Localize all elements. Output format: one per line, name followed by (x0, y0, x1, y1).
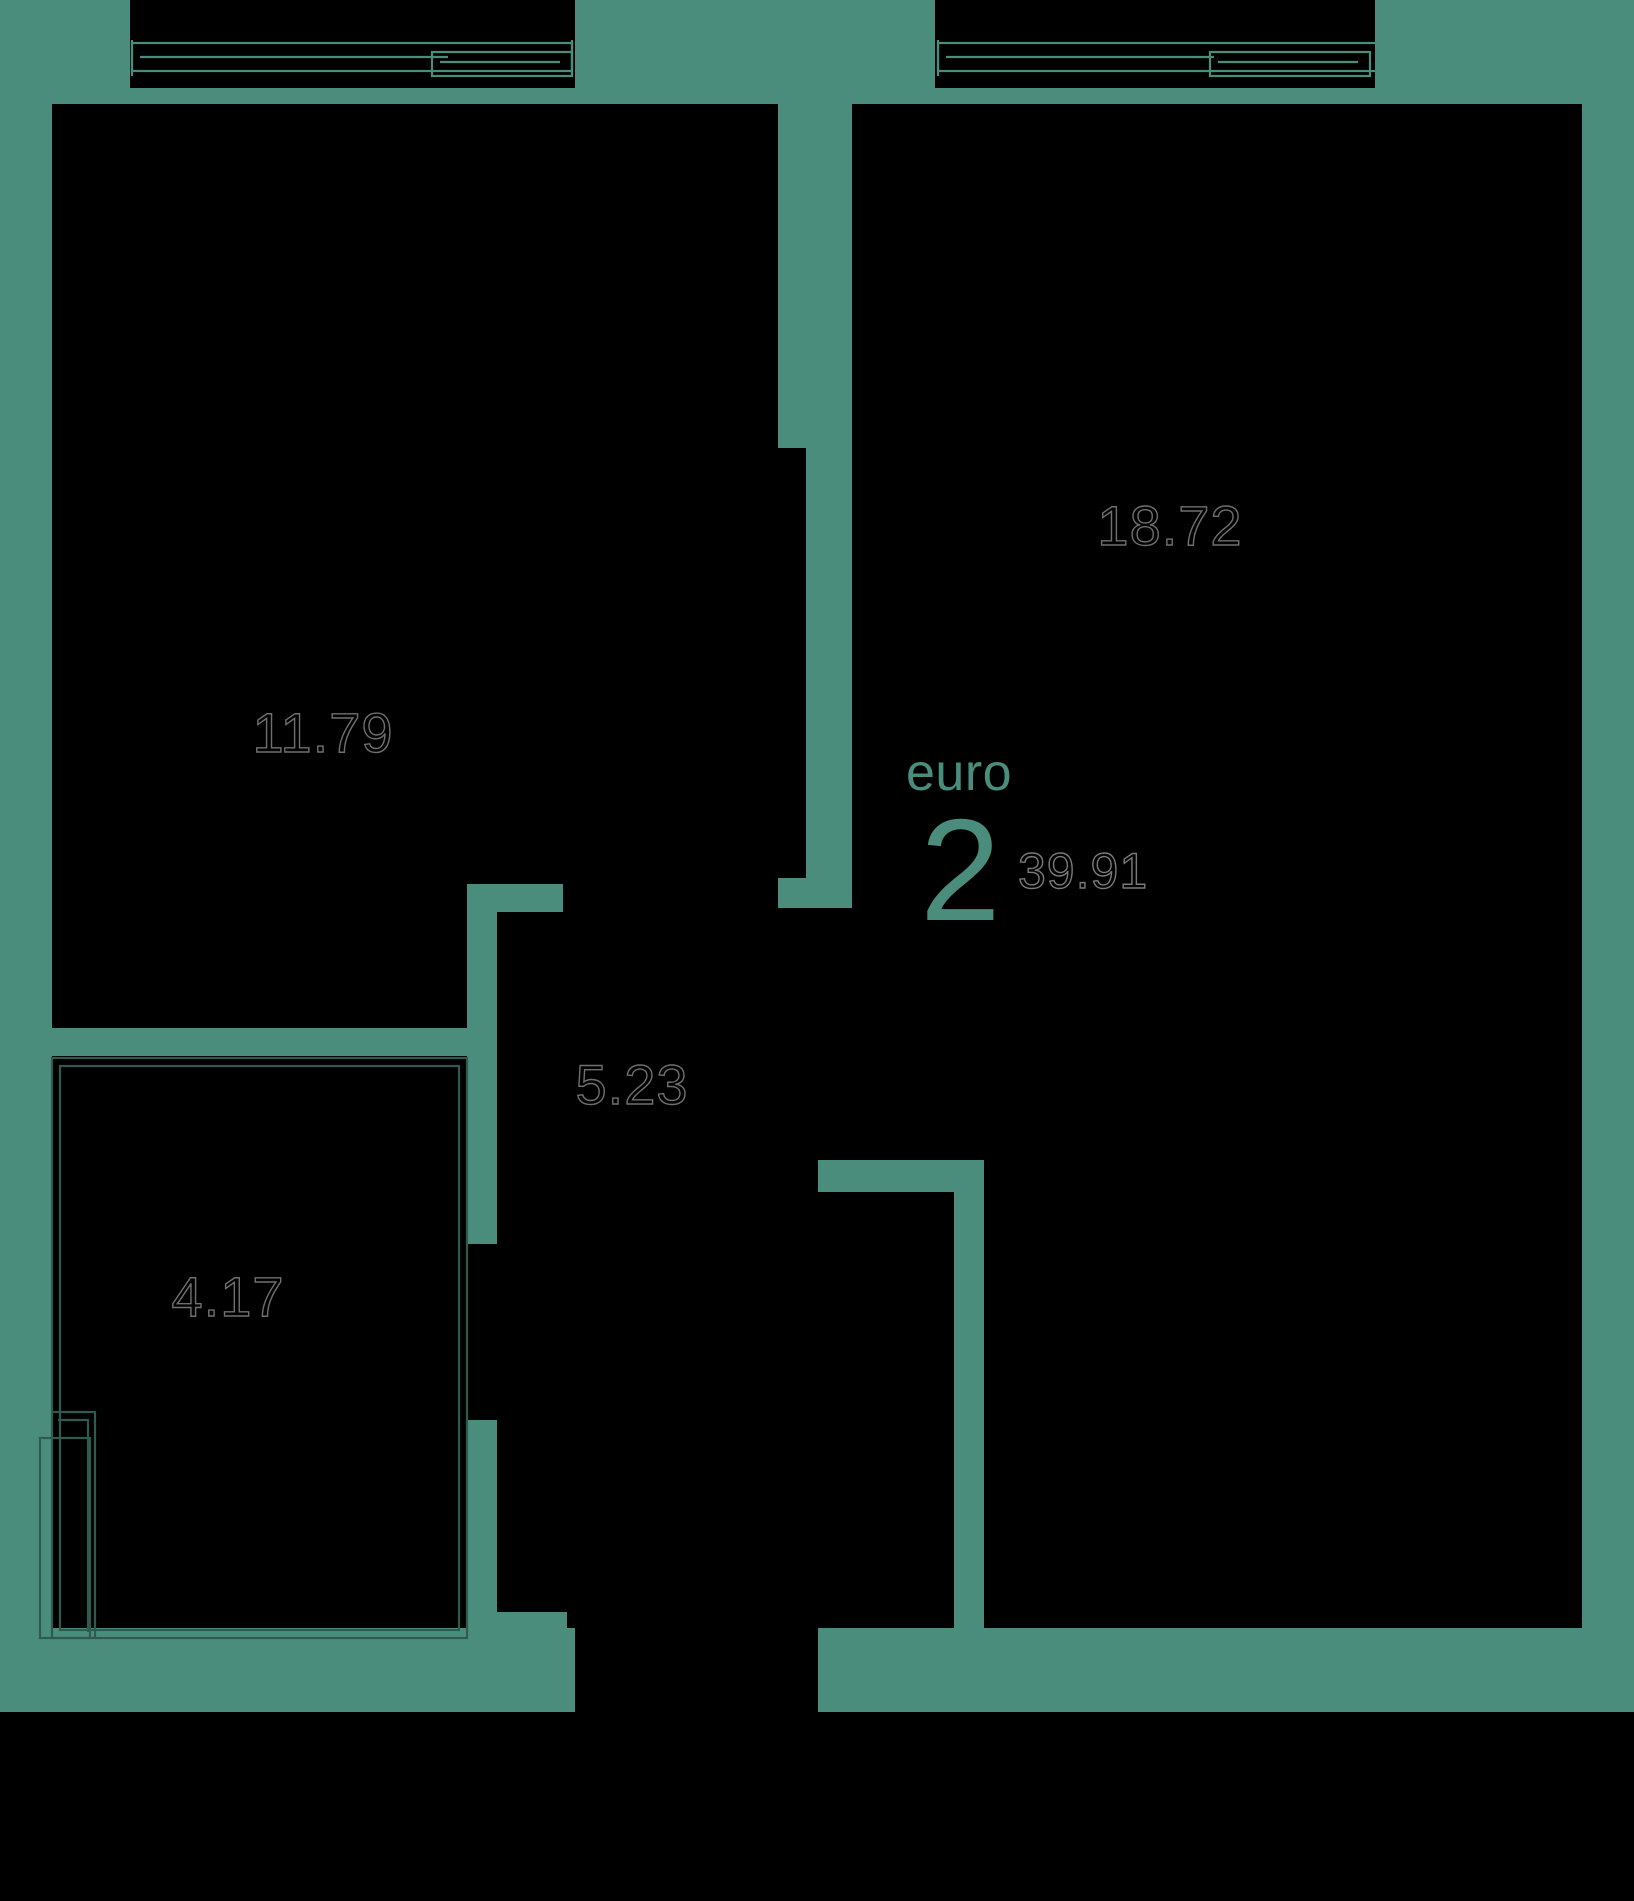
walls-group (0, 0, 1634, 1712)
wall-central-lower-jog (778, 878, 852, 908)
windows-group (130, 40, 1380, 78)
wall-livingroom-vertical-lower (954, 1160, 984, 1644)
euro-layout-label: euro (906, 744, 1012, 802)
wall-top-left-stub (0, 0, 130, 88)
window-top-right (936, 40, 1380, 78)
area-label-living-room: 18.72 (1097, 494, 1242, 557)
wall-hall-bottom-stub (467, 1612, 567, 1644)
wall-top-right-stub (1375, 0, 1634, 88)
plan-summary-badge: euro 2 39.91 (906, 744, 1148, 951)
wall-right-exterior (1582, 88, 1634, 1644)
wall-central-upper-jog (778, 88, 808, 448)
area-label-bathroom: 4.17 (172, 1265, 285, 1328)
rooms-count-value: 2 (920, 789, 1001, 951)
area-label-bedroom: 11.79 (253, 701, 394, 764)
wall-bottom-right (818, 1628, 1634, 1712)
total-area-value: 39.91 (1018, 843, 1148, 899)
wall-hall-vertical-upper (467, 884, 497, 1244)
bathtub-fixture (38, 1056, 469, 1640)
wall-bathroom-right (467, 1420, 497, 1644)
wall-top-middle (575, 0, 935, 88)
wall-central-vertical (806, 88, 852, 908)
window-top-left (130, 40, 574, 78)
wall-left-exterior (0, 88, 52, 1644)
wall-bedroom-bottom (52, 1028, 467, 1056)
area-label-hall: 5.23 (576, 1053, 689, 1116)
